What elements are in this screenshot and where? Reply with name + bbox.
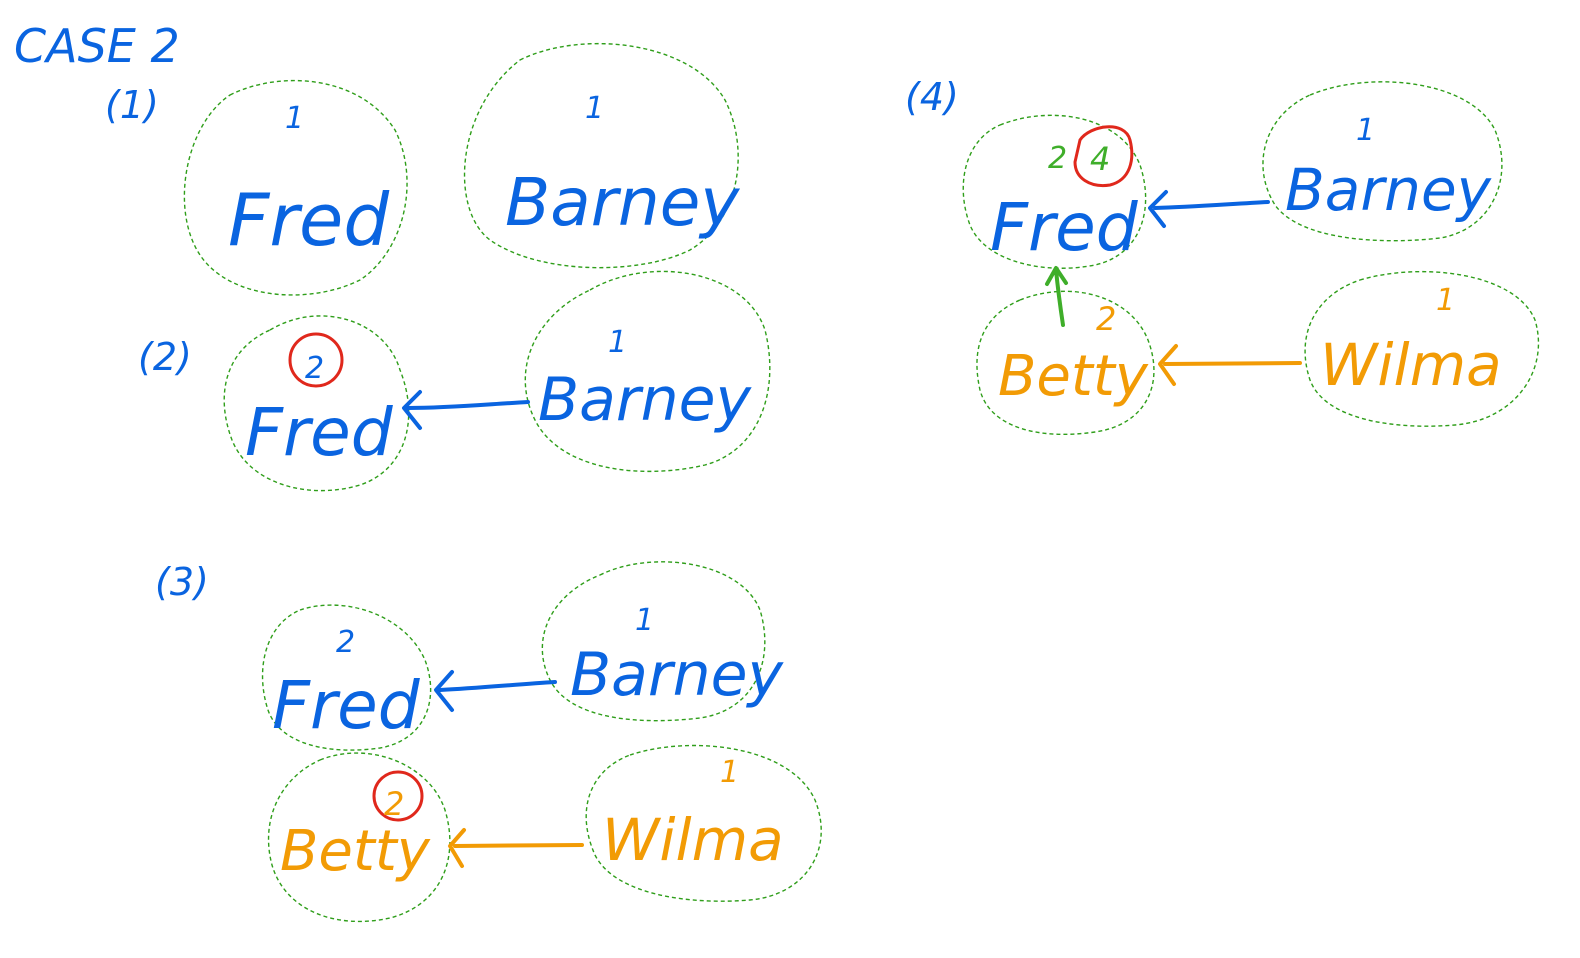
step-4-node-betty: 2 Betty — [976, 290, 1155, 435]
node-name: Barney — [570, 640, 785, 710]
count-highlight-circle — [288, 332, 344, 388]
diagram-title: CASE 2 — [14, 19, 180, 73]
step-4-arrow-barney-to-fred — [1148, 190, 1270, 228]
step-3-label: (3) — [155, 560, 209, 604]
node-name: Betty — [998, 344, 1149, 409]
step-2-node-barney: 1 Barney — [524, 270, 771, 473]
node-name: Fred — [990, 189, 1139, 266]
node-count: 2 — [384, 785, 404, 823]
step-2-label: (2) — [138, 335, 192, 379]
step-3-arrow-barney-to-fred — [434, 670, 557, 712]
node-count: 2 — [1096, 300, 1116, 338]
step-4-node-barney: 1 Barney — [1262, 81, 1503, 242]
step-4-arrow-wilma-to-betty — [1158, 344, 1302, 386]
node-count: 2 — [336, 625, 355, 660]
step-4-arrow-betty-to-fred — [1045, 266, 1068, 327]
step-4-label: (4) — [905, 75, 959, 119]
node-count: 4 — [1090, 140, 1110, 178]
node-count: 1 — [1356, 113, 1375, 148]
step-4-node-wilma: 1 Wilma — [1304, 271, 1540, 427]
step-3-node-fred: 2 Fred — [261, 604, 432, 751]
step-3-node-barney: 1 Barney — [541, 561, 785, 722]
node-name: Wilma — [1320, 331, 1502, 399]
node-count: 1 — [720, 755, 739, 790]
step-3-node-betty: 2 Betty — [267, 752, 451, 922]
node-name: Barney — [505, 164, 740, 241]
step-2-node-fred: 2 Fred — [223, 315, 410, 492]
node-count: 1 — [1436, 283, 1455, 318]
node-count: 2 — [305, 351, 324, 386]
node-count: 1 — [285, 101, 304, 136]
count-highlight-circle — [372, 770, 424, 822]
node-name: Barney — [1285, 156, 1492, 224]
node-name: Betty — [280, 819, 431, 884]
step-3-node-wilma: 1 Wilma — [585, 744, 822, 902]
node-count: 1 — [608, 325, 627, 360]
node-count: 1 — [585, 91, 604, 126]
node-count: 1 — [635, 603, 654, 638]
node-name: Barney — [538, 365, 753, 435]
step-2-arrow-barney-to-fred — [402, 390, 530, 430]
node-name: Fred — [245, 394, 394, 471]
node-name: Fred — [228, 178, 390, 262]
step-1-label: (1) — [105, 83, 159, 127]
step-4-node-fred: 2 4 Fred — [962, 114, 1147, 269]
step-3-arrow-wilma-to-betty — [448, 828, 584, 868]
step-1-node-fred: 1 Fred — [183, 79, 408, 296]
node-name: Fred — [272, 667, 421, 744]
count-highlight-circle — [1073, 125, 1134, 188]
step-1-node-barney: 1 Barney — [463, 42, 740, 269]
node-name: Wilma — [602, 806, 784, 874]
node-count-old: 2 — [1048, 141, 1067, 176]
